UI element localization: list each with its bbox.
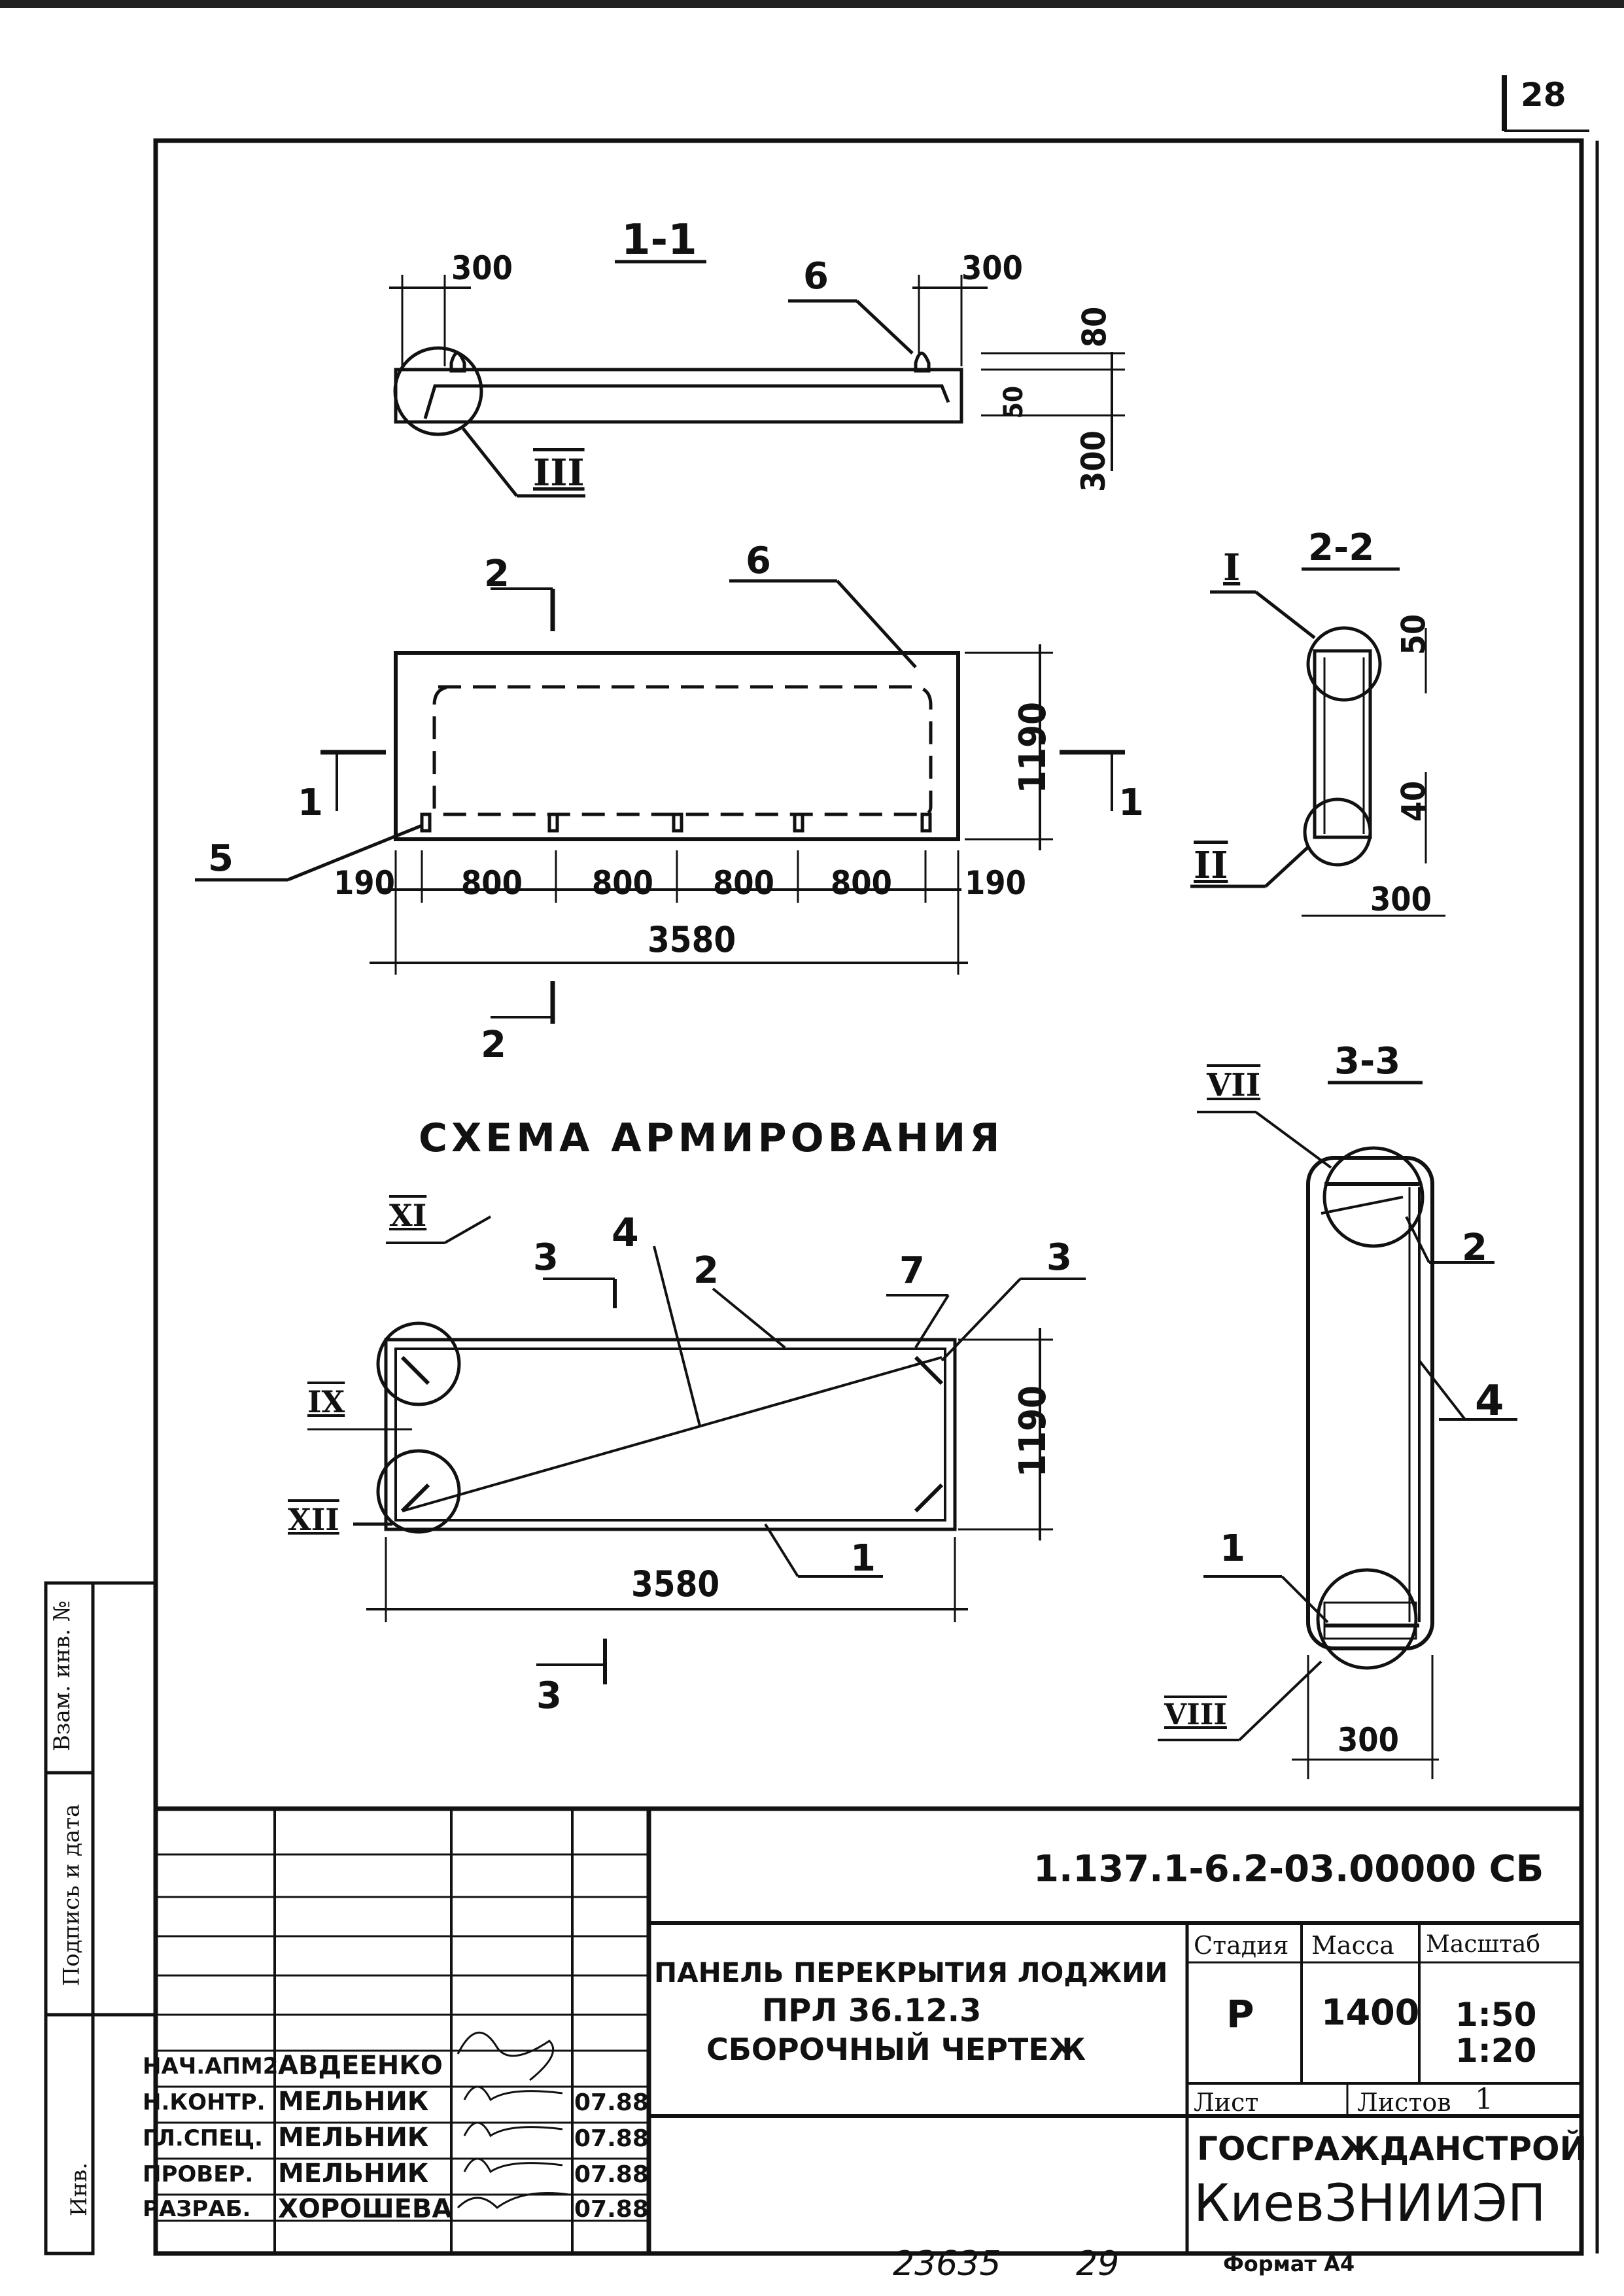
callout-I: I bbox=[1223, 546, 1241, 589]
callout-section-1-left: 1 bbox=[298, 782, 323, 824]
stamp-inv-label: Инв. bbox=[66, 2162, 93, 2217]
footer-sheet-number: 29 bbox=[1076, 2244, 1120, 2284]
sheets-header: Листов bbox=[1357, 2088, 1451, 2117]
title-block-grid bbox=[156, 1806, 1581, 2253]
section-2-2-view bbox=[1190, 567, 1445, 917]
callout-7: 7 bbox=[899, 1249, 925, 1292]
role-5: РАЗРАБ. bbox=[143, 2196, 251, 2222]
panel-name-line1: ПАНЕЛЬ ПЕРЕКРЫТИЯ ЛОДЖИИ bbox=[654, 1957, 1168, 1989]
page-number: 28 bbox=[1521, 76, 1566, 114]
callout-6-plan: 6 bbox=[746, 540, 771, 582]
panel-plan-view bbox=[195, 579, 1125, 1024]
dim-3580-scheme: 3580 bbox=[631, 1563, 720, 1605]
dim-300-vert: 300 bbox=[1074, 430, 1113, 492]
dim-40-s22: 40 bbox=[1394, 780, 1433, 822]
stage-header: Стадия bbox=[1194, 1931, 1289, 1960]
callout-6-elev: 6 bbox=[803, 255, 829, 298]
dim-190-left: 190 bbox=[334, 864, 395, 902]
callout-III: III bbox=[533, 451, 585, 495]
date-4: 07.88 bbox=[574, 2161, 649, 2188]
side-stamp bbox=[44, 1581, 156, 2255]
callout-VIII: VIII bbox=[1164, 1698, 1227, 1731]
role-1: НАЧ.АПМ2 bbox=[143, 2053, 279, 2079]
signatures bbox=[457, 2031, 570, 2209]
date-5: 07.88 bbox=[574, 2196, 649, 2223]
section-1-1-view bbox=[389, 260, 1125, 498]
section-title-2-2: 2-2 bbox=[1308, 527, 1375, 569]
mass-header: Масса bbox=[1311, 1931, 1394, 1960]
callout-4-s33: 4 bbox=[1475, 1377, 1504, 1425]
name-3: МЕЛЬНИК bbox=[278, 2123, 429, 2153]
dim-300-right: 300 bbox=[961, 249, 1023, 287]
callout-3-scheme: 3 bbox=[1046, 1236, 1072, 1279]
date-3: 07.88 bbox=[574, 2125, 649, 2152]
sheets-value: 1 bbox=[1475, 2083, 1493, 2116]
callout-section-2-top: 2 bbox=[484, 553, 510, 595]
reinforcement-title: СХЕМА АРМИРОВАНИЯ bbox=[419, 1115, 1004, 1161]
dim-300-s22: 300 bbox=[1370, 880, 1432, 918]
dim-300-s33: 300 bbox=[1338, 1721, 1399, 1759]
role-2: Н.КОНТР. bbox=[143, 2089, 266, 2115]
callout-section-1-right: 1 bbox=[1118, 782, 1144, 824]
callout-2-scheme: 2 bbox=[693, 1249, 719, 1292]
callout-IX: IX bbox=[307, 1384, 345, 1419]
panel-name-line2: ПРЛ 36.12.3 bbox=[762, 1992, 982, 2029]
section-3-3-view bbox=[1158, 1081, 1517, 1779]
section-title-3-3: 3-3 bbox=[1334, 1040, 1401, 1083]
panel-name-line3: СБОРОЧНЫЙ ЧЕРТЕЖ bbox=[706, 2032, 1086, 2067]
scale-value-2: 1:20 bbox=[1455, 2032, 1537, 2070]
stamp-vzam-label: Взам. инв. № bbox=[49, 1600, 76, 1752]
dim-800-4: 800 bbox=[831, 864, 892, 902]
name-4: МЕЛЬНИК bbox=[278, 2159, 429, 2189]
callout-XI: XI bbox=[389, 1198, 427, 1233]
dim-3580-plan: 3580 bbox=[648, 919, 736, 960]
dim-50: 50 bbox=[999, 385, 1029, 419]
scale-value-1: 1:50 bbox=[1455, 1996, 1537, 2034]
scale-header: Масштаб bbox=[1426, 1931, 1541, 1958]
name-2: МЕЛЬНИК bbox=[278, 2087, 429, 2117]
name-5: ХОРОШЕВА bbox=[278, 2194, 453, 2224]
callout-2-s33: 2 bbox=[1462, 1226, 1487, 1269]
callout-VII: VII bbox=[1207, 1067, 1261, 1104]
callout-section-3-bottom: 3 bbox=[536, 1675, 562, 1717]
document-code: 1.137.1-6.2-03.00000 СБ bbox=[1033, 1848, 1544, 1890]
footer-number: 23635 bbox=[893, 2244, 1001, 2284]
callout-5: 5 bbox=[208, 837, 233, 880]
dim-1190-scheme: 1190 bbox=[1012, 1385, 1055, 1478]
sheet-header: Лист bbox=[1194, 2088, 1259, 2117]
callout-section-2-bottom: 2 bbox=[481, 1024, 506, 1066]
stamp-podpis-label: Подпись и дата bbox=[58, 1803, 85, 1987]
footer-format: Формат А4 bbox=[1223, 2252, 1355, 2276]
mass-value: 1400 bbox=[1321, 1992, 1420, 2033]
callout-II: II bbox=[1194, 844, 1228, 887]
name-1: АВДЕЕНКО bbox=[278, 2051, 443, 2081]
role-3: ГЛ.СПЕЦ. bbox=[143, 2125, 263, 2151]
role-4: ПРОВЕР. bbox=[143, 2161, 254, 2187]
organization-line2: КиевЗНИИЭП bbox=[1194, 2174, 1546, 2233]
dim-800-2: 800 bbox=[592, 864, 653, 902]
stage-value: Р bbox=[1226, 1992, 1254, 2036]
dim-300-left: 300 bbox=[451, 249, 513, 287]
date-2: 07.88 bbox=[574, 2089, 649, 2116]
callout-XII: XII bbox=[288, 1502, 339, 1537]
dim-800-3: 800 bbox=[713, 864, 774, 902]
callout-1-scheme: 1 bbox=[850, 1537, 876, 1580]
callout-section-3-top: 3 bbox=[533, 1236, 559, 1279]
callout-4: 4 bbox=[612, 1210, 639, 1256]
dim-190-right: 190 bbox=[965, 864, 1026, 902]
dim-1190-plan: 1190 bbox=[1012, 701, 1055, 794]
section-title-1-1: 1-1 bbox=[621, 216, 697, 264]
dim-800-1: 800 bbox=[461, 864, 523, 902]
dim-80: 80 bbox=[1075, 306, 1114, 348]
scan-top-edge bbox=[0, 0, 1624, 8]
organization-line1: ГОСГРАЖДАНСТРОЙ bbox=[1197, 2130, 1587, 2168]
callout-1-s33: 1 bbox=[1220, 1527, 1245, 1570]
reinforcement-scheme-view bbox=[307, 1215, 1086, 1684]
drawing-frame bbox=[153, 138, 1584, 2256]
dim-50-s22: 50 bbox=[1394, 614, 1433, 655]
